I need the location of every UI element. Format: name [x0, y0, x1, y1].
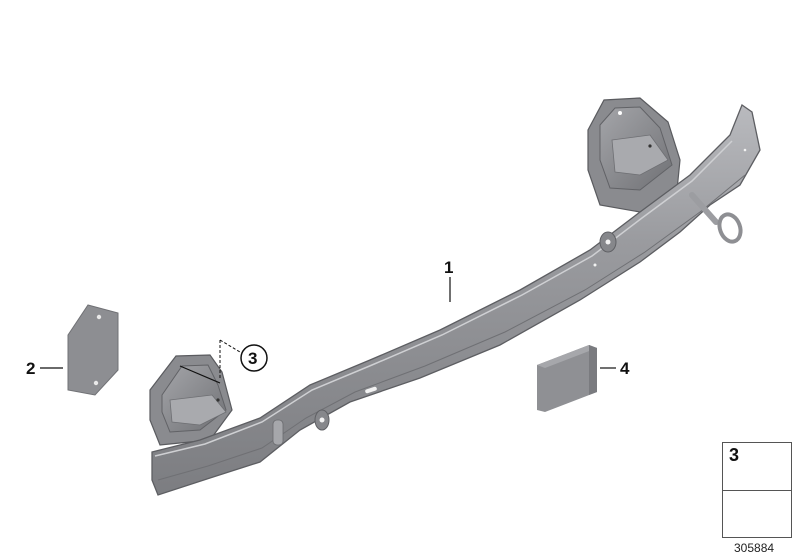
callout-2: 2: [26, 359, 36, 378]
block-pad: [537, 345, 597, 412]
diagram-id-number: 305884: [734, 541, 775, 555]
callout-1: 1: [444, 258, 454, 277]
right-crash-box: [587, 97, 681, 213]
left-crash-box: [149, 354, 233, 446]
towing-eye: [689, 192, 743, 244]
legend-arrow-box: [722, 490, 792, 538]
callout-3: 3: [248, 349, 258, 368]
bumper-carrier-beam: [151, 103, 761, 496]
legend-item-number: 3: [729, 445, 740, 465]
callout-3-circle: [240, 344, 268, 372]
leader-line-3: [219, 339, 241, 380]
legend-nut-box: 3: [722, 442, 792, 492]
callout-4: 4: [620, 359, 630, 378]
gasket-plate: [67, 304, 119, 396]
